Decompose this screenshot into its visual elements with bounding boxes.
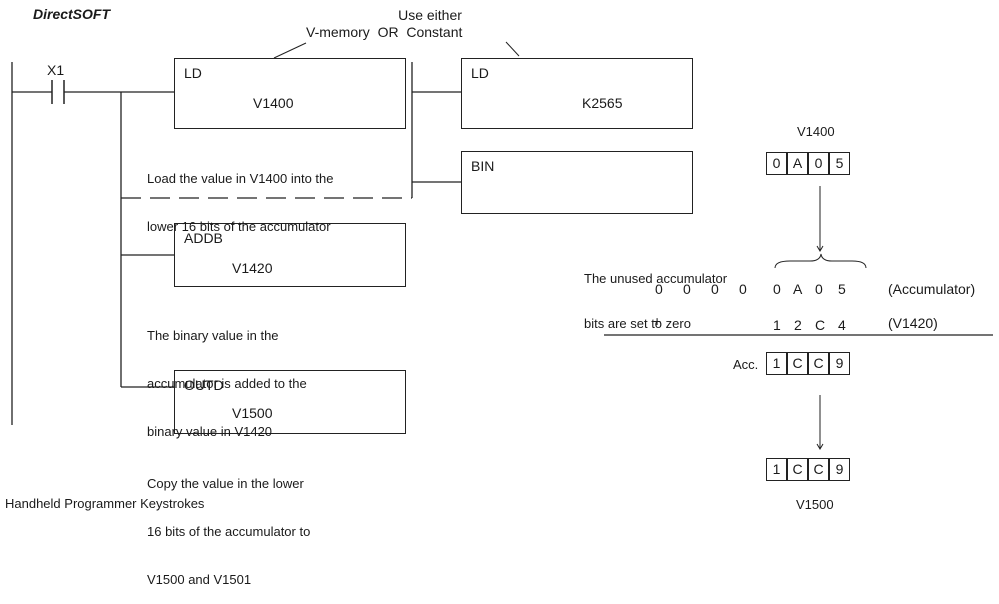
callout-line1: Use either <box>398 7 462 23</box>
instruction-operand: V1400 <box>253 95 294 111</box>
acc-digit: A <box>793 281 803 297</box>
acc-digit: 0 <box>773 281 781 297</box>
addend-label: (V1420) <box>888 315 938 331</box>
callout-leader-right <box>505 41 520 57</box>
addend-digit: 1 <box>773 317 781 333</box>
dest-register-label: V1500 <box>796 497 834 512</box>
digit-cell: C <box>787 458 808 481</box>
product-title: DirectSOFT <box>33 6 111 22</box>
acc-digit: 0 <box>711 281 719 297</box>
instruction-operand: V1500 <box>232 405 273 421</box>
instruction-op: LD <box>184 65 202 81</box>
source-register-label: V1400 <box>797 124 835 139</box>
digit-cell: 1 <box>766 352 787 375</box>
digit-cell: C <box>787 352 808 375</box>
callout-leader-left <box>273 42 307 59</box>
description-line: 16 bits of the accumulator to <box>147 524 311 539</box>
out-description: Copy the value in the lower 16 bits of t… <box>147 444 310 604</box>
instruction-op: BIN <box>471 158 495 174</box>
description-line: Load the value in V1400 into the <box>147 171 334 186</box>
callout-line2: V-memory OR Constant <box>306 24 463 40</box>
instruction-op: ADDB <box>184 230 223 246</box>
description-line: The binary value in the <box>147 328 279 343</box>
instruction-operand: K2565 <box>582 95 623 111</box>
result-label: Acc. <box>733 357 759 372</box>
unused-bits-brace <box>774 253 867 269</box>
digit-cell: C <box>808 352 829 375</box>
acc-digit: 5 <box>838 281 846 297</box>
description-line: binary value in V1420 <box>147 424 273 439</box>
plus-sign: + <box>653 313 662 329</box>
digit-cell: 0 <box>766 152 787 175</box>
description-line: accumulator is added to the <box>147 376 307 391</box>
acc-digit: 0 <box>683 281 691 297</box>
instruction-box-outd: OUTD V1500 <box>174 370 406 434</box>
accumulator-label: (Accumulator) <box>888 281 976 297</box>
acc-digit: 0 <box>739 281 747 297</box>
addend-digit: C <box>815 317 826 333</box>
footer-caption: Handheld Programmer Keystrokes <box>5 496 205 511</box>
digit-cell: 1 <box>766 458 787 481</box>
digit-cell: 9 <box>829 352 850 375</box>
digit-cell: 0 <box>808 152 829 175</box>
acc-digit: 0 <box>655 281 663 297</box>
description-line: V1500 and V1501 <box>147 572 252 587</box>
addend-digit: 2 <box>794 317 802 333</box>
load-description: Load the value in V1400 into the lower 1… <box>147 139 333 251</box>
description-line: Copy the value in the lower <box>147 476 304 491</box>
note-line: The unused accumulator <box>584 271 728 286</box>
instruction-op: LD <box>471 65 489 81</box>
instruction-box-bin: BIN <box>461 151 693 214</box>
instruction-box-ld-v1400: LD V1400 <box>174 58 406 129</box>
digit-cell: A <box>787 152 808 175</box>
acc-digit: 0 <box>815 281 823 297</box>
instruction-box-ld-k2565: LD K2565 <box>461 58 693 129</box>
add-description: The binary value in the accumulator is a… <box>147 296 307 456</box>
instruction-op: OUTD <box>184 377 224 393</box>
note-line: bits are set to zero <box>584 316 691 331</box>
instruction-box-addb: ADDB V1420 <box>174 223 406 287</box>
digit-cell: 5 <box>829 152 850 175</box>
description-line: lower 16 bits of the accumulator <box>147 219 331 234</box>
contact-label: X1 <box>47 62 65 78</box>
unused-bits-note: The unused accumulator bits are set to z… <box>584 241 727 346</box>
instruction-operand: V1420 <box>232 260 273 276</box>
ladder-wiring <box>11 41 993 450</box>
digit-cell: C <box>808 458 829 481</box>
addend-digit: 4 <box>838 317 846 333</box>
digit-cell: 9 <box>829 458 850 481</box>
